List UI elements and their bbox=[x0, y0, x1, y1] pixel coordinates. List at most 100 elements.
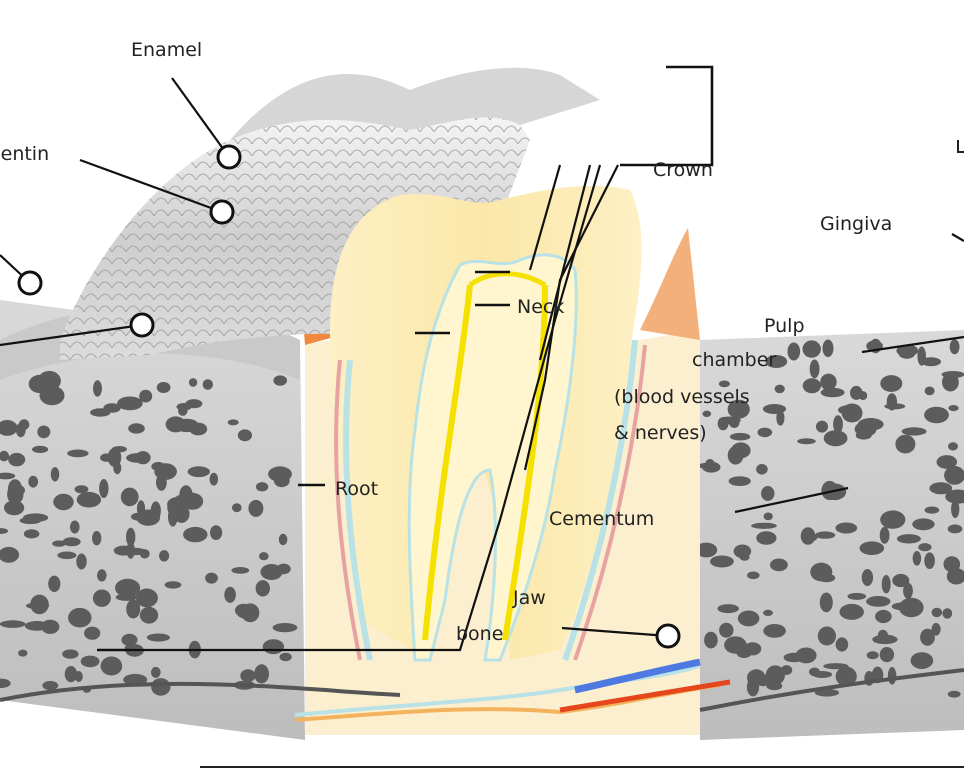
bone-pore bbox=[0, 472, 16, 480]
bone-pore bbox=[948, 442, 958, 451]
bone-pore bbox=[272, 623, 298, 633]
cropped-label-edge bbox=[957, 140, 964, 153]
bone-pore bbox=[232, 503, 242, 513]
bone-pore bbox=[857, 418, 884, 431]
bone-pore bbox=[822, 339, 834, 358]
bone-pore bbox=[787, 342, 801, 361]
dentin-label: Dentin bbox=[0, 143, 49, 165]
crown-label: Crown bbox=[653, 159, 713, 181]
bone-pore bbox=[19, 517, 42, 525]
cementum-label: Cementum bbox=[549, 508, 654, 530]
bone-pore bbox=[202, 379, 213, 390]
bone-pore bbox=[146, 633, 170, 642]
bone-pore bbox=[896, 534, 921, 544]
bone-pore bbox=[53, 493, 74, 511]
bone-pore bbox=[164, 581, 182, 589]
bone-pore bbox=[936, 455, 958, 469]
bone-pore bbox=[121, 633, 138, 647]
root-bracket bbox=[298, 331, 450, 487]
bone-pore bbox=[728, 476, 751, 486]
bone-pore bbox=[756, 531, 777, 545]
bone-pore bbox=[951, 500, 960, 518]
bone-pore bbox=[946, 568, 964, 585]
bone-pore bbox=[763, 512, 773, 521]
bone-pore bbox=[48, 575, 61, 592]
bone-pore bbox=[765, 355, 788, 368]
dot-left-1 bbox=[17, 270, 43, 296]
bone-pore bbox=[74, 485, 89, 494]
bone-pore bbox=[912, 518, 935, 531]
bone-pore bbox=[812, 671, 833, 678]
bone-pore bbox=[0, 420, 18, 436]
bone-pore bbox=[944, 466, 964, 485]
bone-pore bbox=[877, 629, 888, 641]
bone-pore bbox=[268, 466, 292, 482]
bone-pore bbox=[924, 506, 940, 514]
bone-pore bbox=[780, 665, 793, 676]
bone-pore bbox=[921, 357, 941, 367]
bone-pore bbox=[859, 541, 885, 555]
bone-pore bbox=[62, 649, 79, 659]
bone-pore bbox=[942, 372, 959, 392]
bone-pore bbox=[173, 504, 190, 523]
nerves bbox=[422, 271, 548, 641]
bone-pore bbox=[948, 405, 959, 412]
bone-pore bbox=[227, 419, 239, 426]
bone-pore bbox=[0, 546, 20, 563]
bone-pore bbox=[18, 649, 28, 657]
bone-pore bbox=[800, 527, 816, 545]
bone-pore bbox=[100, 656, 123, 676]
bone-pore bbox=[763, 609, 773, 617]
bone-pore bbox=[850, 385, 863, 400]
bone-pore bbox=[704, 459, 716, 473]
bone-pore bbox=[126, 527, 136, 547]
bone-pore bbox=[731, 442, 751, 459]
bone-pore bbox=[710, 555, 734, 568]
bone-pore bbox=[151, 678, 171, 696]
bone-pore bbox=[783, 652, 805, 663]
bone-pore bbox=[236, 604, 257, 619]
bone-pore bbox=[887, 667, 897, 685]
bone-pore bbox=[727, 399, 750, 419]
bone-pore bbox=[151, 666, 161, 678]
pulp-chamber-label-line4: & nerves) bbox=[614, 422, 707, 444]
bone-pore bbox=[92, 531, 102, 546]
bone-pore bbox=[797, 438, 816, 445]
bone-pore bbox=[187, 466, 210, 478]
bone-pore bbox=[7, 479, 23, 499]
bone-pore bbox=[816, 420, 828, 433]
bone-pore bbox=[823, 430, 848, 447]
enamel-dot bbox=[216, 144, 242, 170]
dentin-dot bbox=[209, 199, 235, 225]
bone-pores bbox=[0, 338, 964, 698]
bone-pore bbox=[90, 408, 111, 417]
bone-pore bbox=[945, 489, 964, 504]
bone-pore bbox=[770, 558, 788, 572]
bone-pore bbox=[802, 378, 822, 394]
bone-pore bbox=[947, 690, 961, 698]
bone-pore bbox=[273, 375, 288, 386]
bone-pore bbox=[835, 522, 858, 534]
bone-pore bbox=[159, 550, 170, 562]
bone-pore bbox=[178, 405, 188, 416]
bone-pore bbox=[747, 571, 760, 580]
bone-pore bbox=[819, 592, 833, 613]
bone-pore bbox=[4, 500, 25, 516]
bone-pore bbox=[924, 406, 949, 424]
bone-pore bbox=[139, 389, 153, 403]
bone-pore bbox=[92, 589, 111, 607]
bone-pore bbox=[0, 678, 11, 688]
bone-pore bbox=[884, 403, 906, 410]
bone-pore bbox=[880, 375, 903, 392]
bone-pore bbox=[107, 447, 122, 467]
bone-pore bbox=[0, 450, 10, 462]
bone-pore bbox=[717, 604, 739, 614]
bone-pore bbox=[866, 596, 891, 607]
bone-pore bbox=[31, 445, 49, 453]
bone-pore bbox=[920, 628, 935, 646]
pulp-chamber-label-line1: Pulp bbox=[764, 315, 805, 337]
bone-pore bbox=[924, 552, 935, 569]
bone-pore bbox=[70, 520, 80, 534]
neck-label: Neck bbox=[517, 296, 564, 318]
